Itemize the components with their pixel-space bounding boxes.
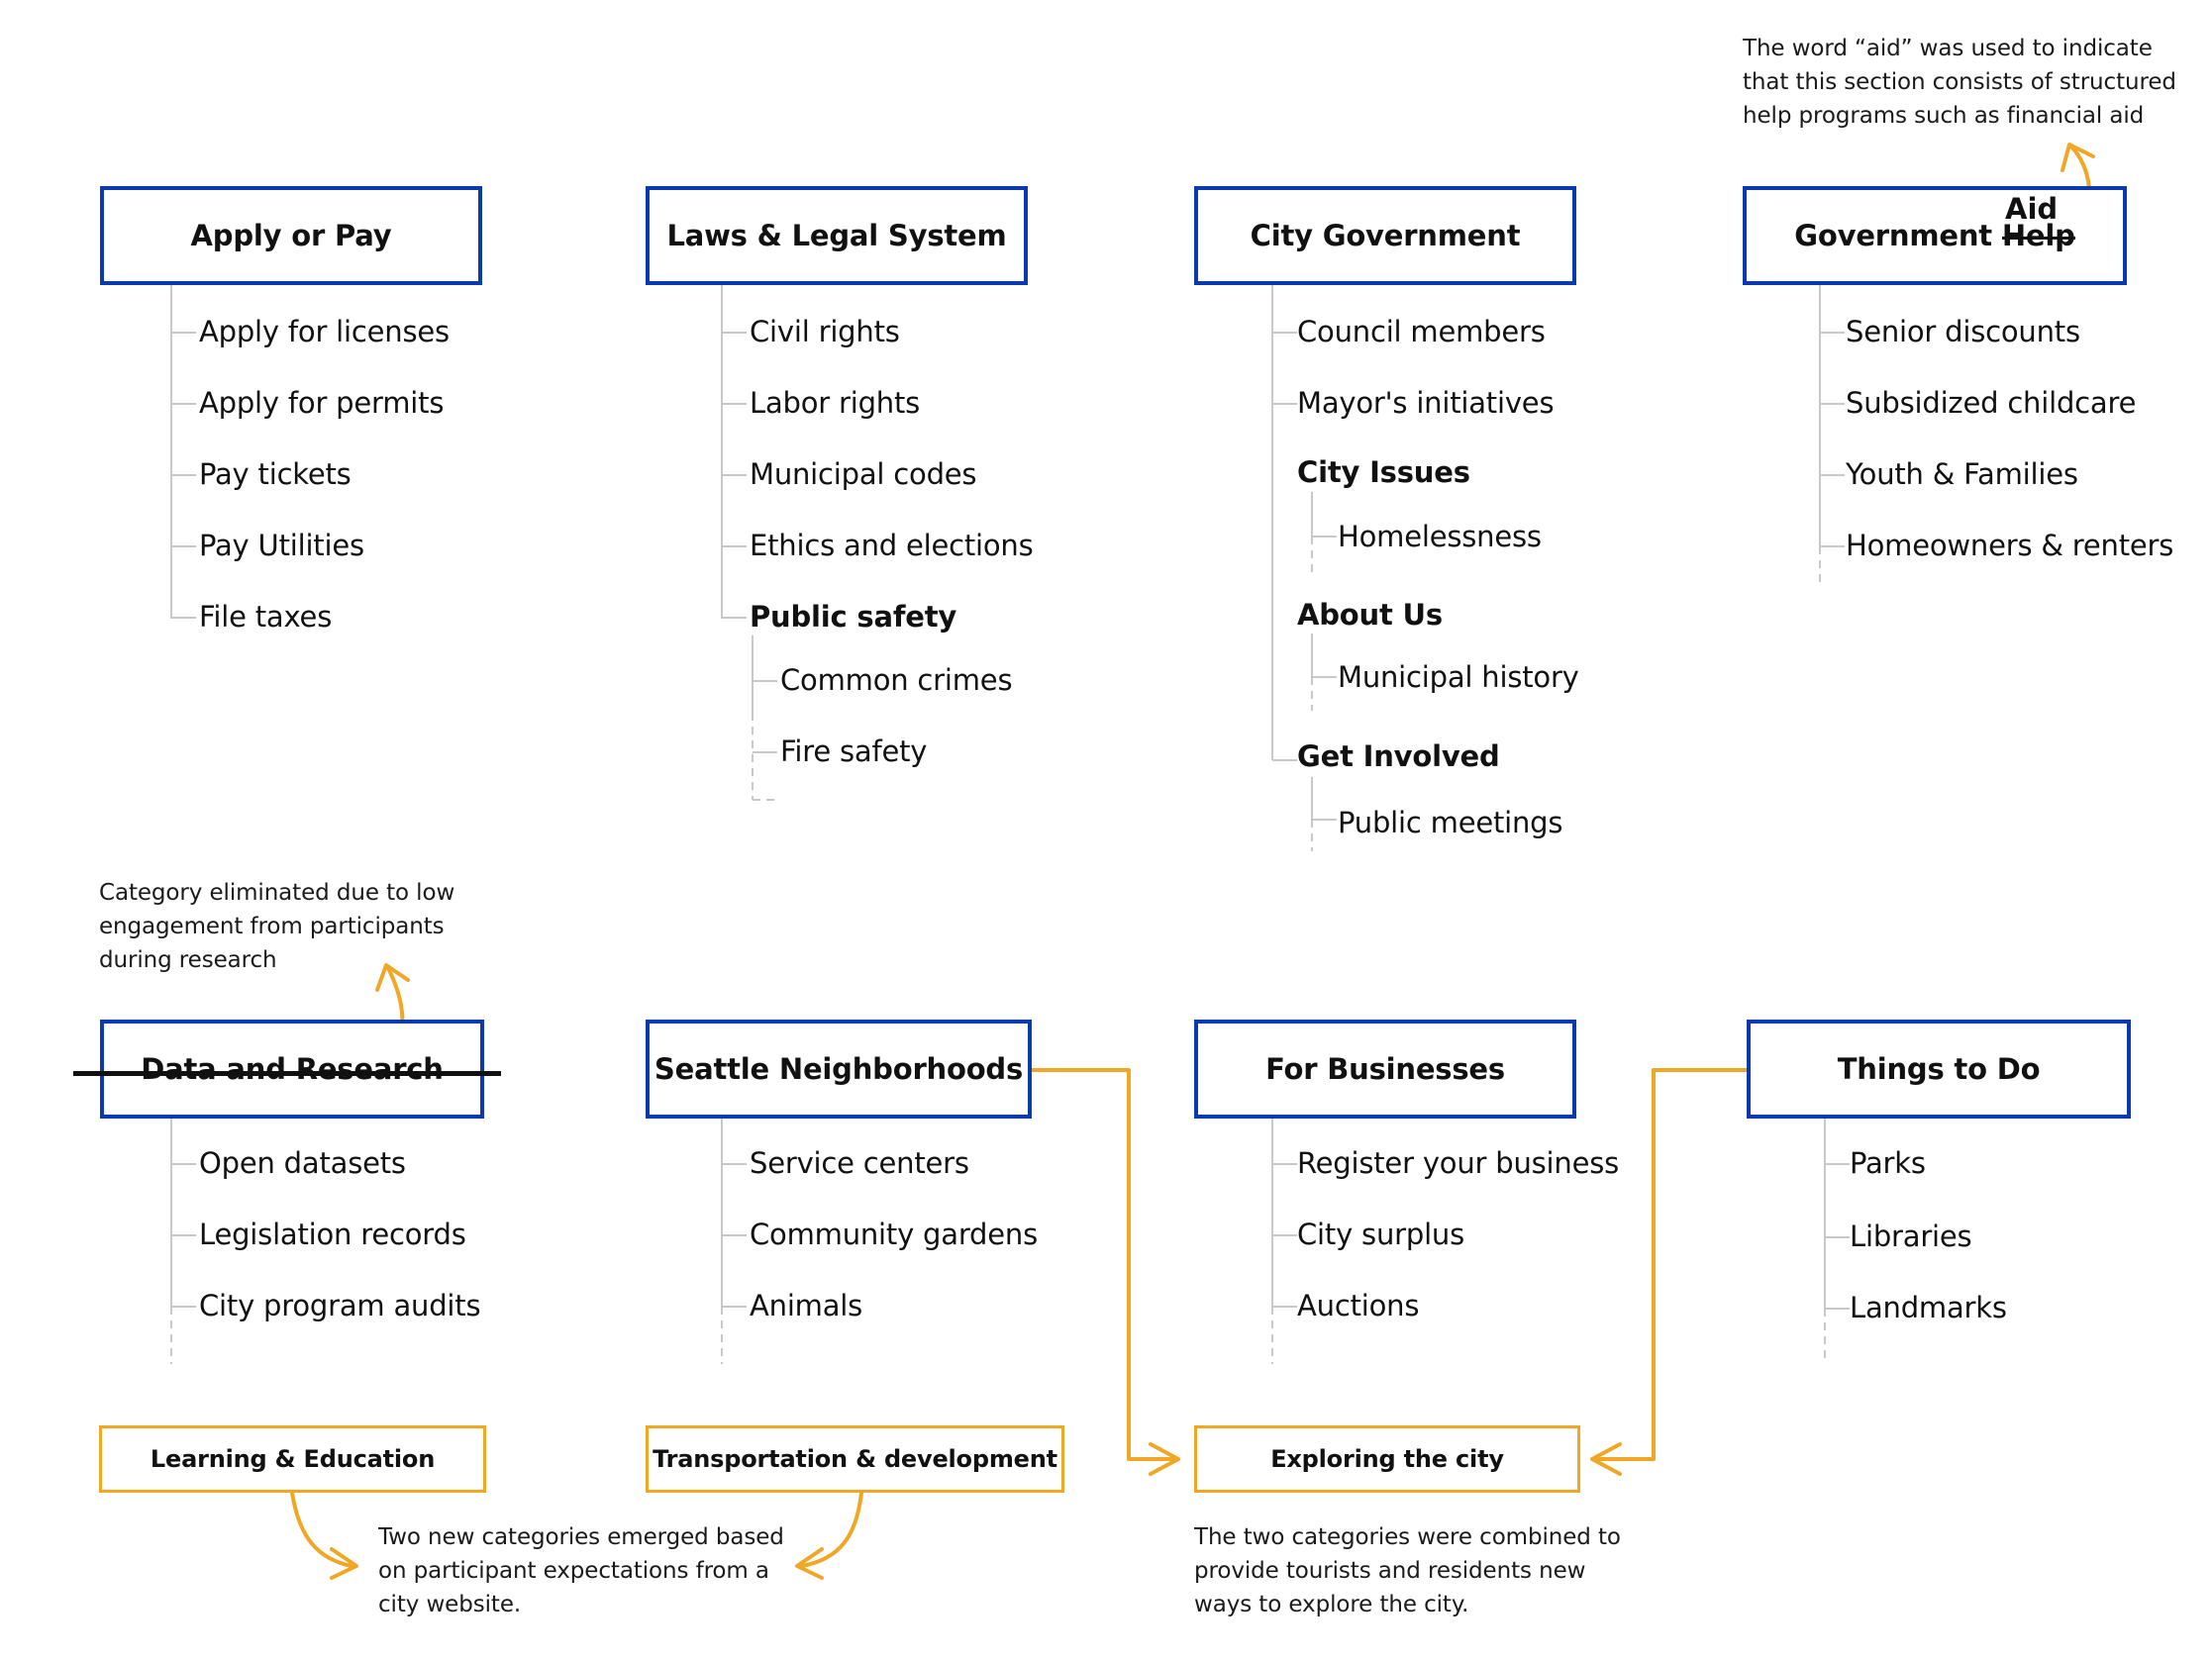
list-item: Landmarks (1850, 1291, 2007, 1324)
replacement-word: Aid (2005, 192, 2059, 226)
list-item: Civil rights (750, 315, 900, 348)
category-seattle-neighborhoods: Seattle Neighborhoods (646, 1020, 1032, 1119)
tree-lines (170, 285, 1850, 1364)
subgroup-title: Public safety (750, 600, 957, 634)
list-item: Ethics and elections (750, 529, 1034, 562)
list-item: Homeowners & renters (1846, 529, 2174, 562)
list-item: Legislation records (199, 1218, 466, 1251)
category-title: Laws & Legal System (666, 219, 1007, 252)
list-item: Parks (1850, 1146, 1926, 1180)
list-item: Open datasets (199, 1146, 406, 1180)
category-for-businesses: For Businesses (1194, 1020, 1576, 1119)
subgroup-title: About Us (1297, 598, 1443, 632)
list-item: Common crimes (780, 663, 1013, 697)
category-laws-legal-system: Laws & Legal System (646, 186, 1028, 285)
annotation-arrows (290, 143, 2095, 1580)
list-item: Community gardens (750, 1218, 1038, 1251)
category-title: City Government (1250, 219, 1521, 252)
list-item: Senior discounts (1846, 315, 2080, 348)
category-things-to-do: Things to Do (1747, 1020, 2131, 1119)
eliminated-note: Category eliminated due to low engagemen… (99, 880, 455, 973)
category-title: For Businesses (1265, 1052, 1505, 1086)
list-item: Subsidized childcare (1846, 386, 2137, 420)
list-item: Youth & Families (1846, 457, 2078, 491)
list-item: Labor rights (750, 386, 921, 420)
new-category-title: Learning & Education (150, 1445, 436, 1473)
category-title: Seattle Neighborhoods (654, 1052, 1024, 1086)
strikethrough-line (73, 1071, 501, 1076)
aid-note: The word “aid” was used to indicate that… (1743, 36, 2176, 129)
list-item: Apply for licenses (199, 315, 450, 348)
category-city-government: City Government (1194, 186, 1576, 285)
list-item: Auctions (1297, 1289, 1420, 1322)
list-item: Animals (750, 1289, 863, 1322)
list-item: Fire safety (780, 734, 928, 768)
new-category-exploring-the-city: Exploring the city (1194, 1425, 1580, 1493)
category-title: Things to Do (1837, 1052, 2041, 1086)
category-government-aid: Government Help (1743, 186, 2127, 285)
list-item: Pay Utilities (199, 529, 364, 562)
list-item: Service centers (750, 1146, 969, 1180)
list-item: Libraries (1850, 1220, 1972, 1253)
category-data-and-research: Data and Research (100, 1020, 484, 1119)
list-item: Council members (1297, 315, 1546, 348)
category-title: Data and Research (141, 1052, 444, 1086)
list-item: Municipal codes (750, 457, 977, 491)
category-apply-or-pay: Apply or Pay (100, 186, 482, 285)
subgroup-title: City Issues (1297, 455, 1470, 489)
new-category-title: Transportation & development (653, 1445, 1057, 1473)
list-item: Apply for permits (199, 386, 445, 420)
list-item: City program audits (199, 1289, 481, 1322)
list-item: Pay tickets (199, 457, 352, 491)
list-item: Homelessness (1338, 520, 1542, 553)
new-category-title: Exploring the city (1270, 1445, 1504, 1473)
title-prefix: Government (1794, 219, 1992, 252)
list-item: Public meetings (1338, 806, 1563, 839)
new-category-transportation-development: Transportation & development (646, 1425, 1064, 1493)
subgroup-title: Get Involved (1297, 739, 1500, 773)
category-title: Government Help (1794, 219, 2075, 252)
new-category-learning-education: Learning & Education (99, 1425, 486, 1493)
category-title: Apply or Pay (190, 219, 392, 252)
list-item: Municipal history (1338, 660, 1579, 694)
list-item: Register your business (1297, 1146, 1620, 1180)
list-item: Mayor's initiatives (1297, 386, 1555, 420)
emerged-note: Two new categories emerged based on part… (378, 1524, 784, 1617)
combined-note: The two categories were combined to prov… (1194, 1524, 1621, 1617)
list-item: File taxes (199, 600, 333, 634)
list-item: City surplus (1297, 1218, 1465, 1251)
struck-word: Help (2001, 219, 2075, 252)
